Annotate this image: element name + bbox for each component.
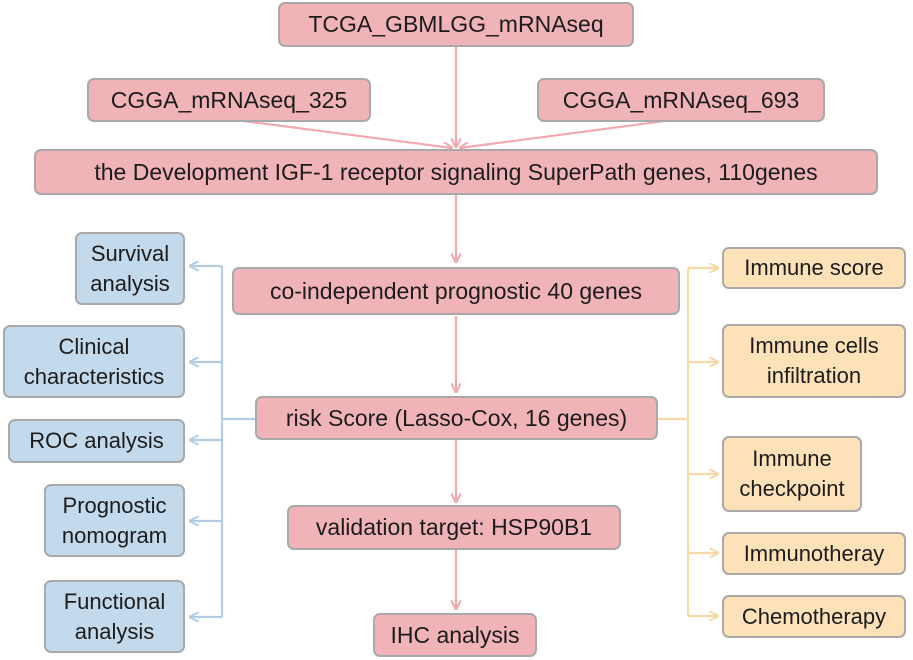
- ihc-analysis-label: IHC analysis: [390, 621, 520, 648]
- functional-analysis-line2: analysis: [74, 618, 155, 644]
- cgga-325-box: CGGA_mRNAseq_325: [87, 78, 371, 122]
- clinical-characteristics-line1: Clinical: [58, 333, 130, 359]
- validation-target-label: validation target: HSP90B1: [315, 514, 593, 540]
- immune-checkpoint-box: Immune checkpoint: [722, 436, 862, 512]
- roc-analysis-label: ROC analysis: [29, 428, 164, 453]
- immune-checkpoint-line1: Immune: [752, 446, 832, 471]
- superpath-genes-label: the Development IGF-1 receptor signaling…: [94, 158, 818, 185]
- prognostic-genes-box: co-independent prognostic 40 genes: [232, 267, 680, 315]
- cgga-693-box: CGGA_mRNAseq_693: [537, 78, 825, 122]
- risk-score-label: risk Score (Lasso-Cox, 16 genes): [285, 404, 628, 431]
- immunotherapy-label: Immunotheray: [743, 540, 885, 566]
- chemotherapy-box: Chemotherapy: [722, 595, 906, 638]
- chemotherapy-label: Chemotherapy: [741, 603, 887, 629]
- clinical-characteristics-box: Clinical characteristics: [3, 325, 185, 398]
- prognostic-nomogram-box: Prognostic nomogram: [44, 484, 185, 557]
- immunotherapy-box: Immunotheray: [722, 532, 906, 575]
- left-branch-arrows: [190, 266, 255, 617]
- cgga-693-label: CGGA_mRNAseq_693: [562, 86, 800, 113]
- validation-target-box: validation target: HSP90B1: [287, 505, 621, 550]
- immune-checkpoint-line2: checkpoint: [739, 476, 845, 501]
- immune-score-box: Immune score: [722, 247, 906, 289]
- main-flow-arrows: [227, 47, 681, 609]
- survival-analysis-line1: Survival: [90, 240, 170, 266]
- prognostic-nomogram-line1: Prognostic: [62, 492, 167, 518]
- immune-cells-infiltration-box: Immune cells infiltration: [722, 324, 906, 398]
- clinical-characteristics-line2: characteristics: [23, 363, 165, 389]
- tcga-dataset-label: TCGA_GBMLGG_mRNAseq: [308, 11, 604, 37]
- immune-cells-infiltration-line1: Immune cells: [749, 333, 879, 358]
- cgga-325-label: CGGA_mRNAseq_325: [110, 86, 348, 113]
- survival-analysis-box: Survival analysis: [75, 232, 185, 305]
- immune-cells-infiltration-line2: infiltration: [766, 363, 862, 388]
- prognostic-genes-label: co-independent prognostic 40 genes: [269, 277, 643, 304]
- functional-analysis-line1: Functional: [63, 588, 166, 614]
- right-branch-arrows: [658, 268, 718, 616]
- prognostic-nomogram-line2: nomogram: [61, 522, 168, 548]
- immune-score-label: Immune score: [744, 255, 884, 280]
- functional-analysis-box: Functional analysis: [44, 580, 185, 653]
- risk-score-box: risk Score (Lasso-Cox, 16 genes): [255, 396, 658, 440]
- superpath-genes-box: the Development IGF-1 receptor signaling…: [34, 149, 878, 195]
- survival-analysis-line2: analysis: [90, 270, 170, 296]
- ihc-analysis-box: IHC analysis: [373, 613, 537, 657]
- tcga-dataset-box: TCGA_GBMLGG_mRNAseq: [278, 2, 634, 47]
- roc-analysis-box: ROC analysis: [8, 419, 185, 463]
